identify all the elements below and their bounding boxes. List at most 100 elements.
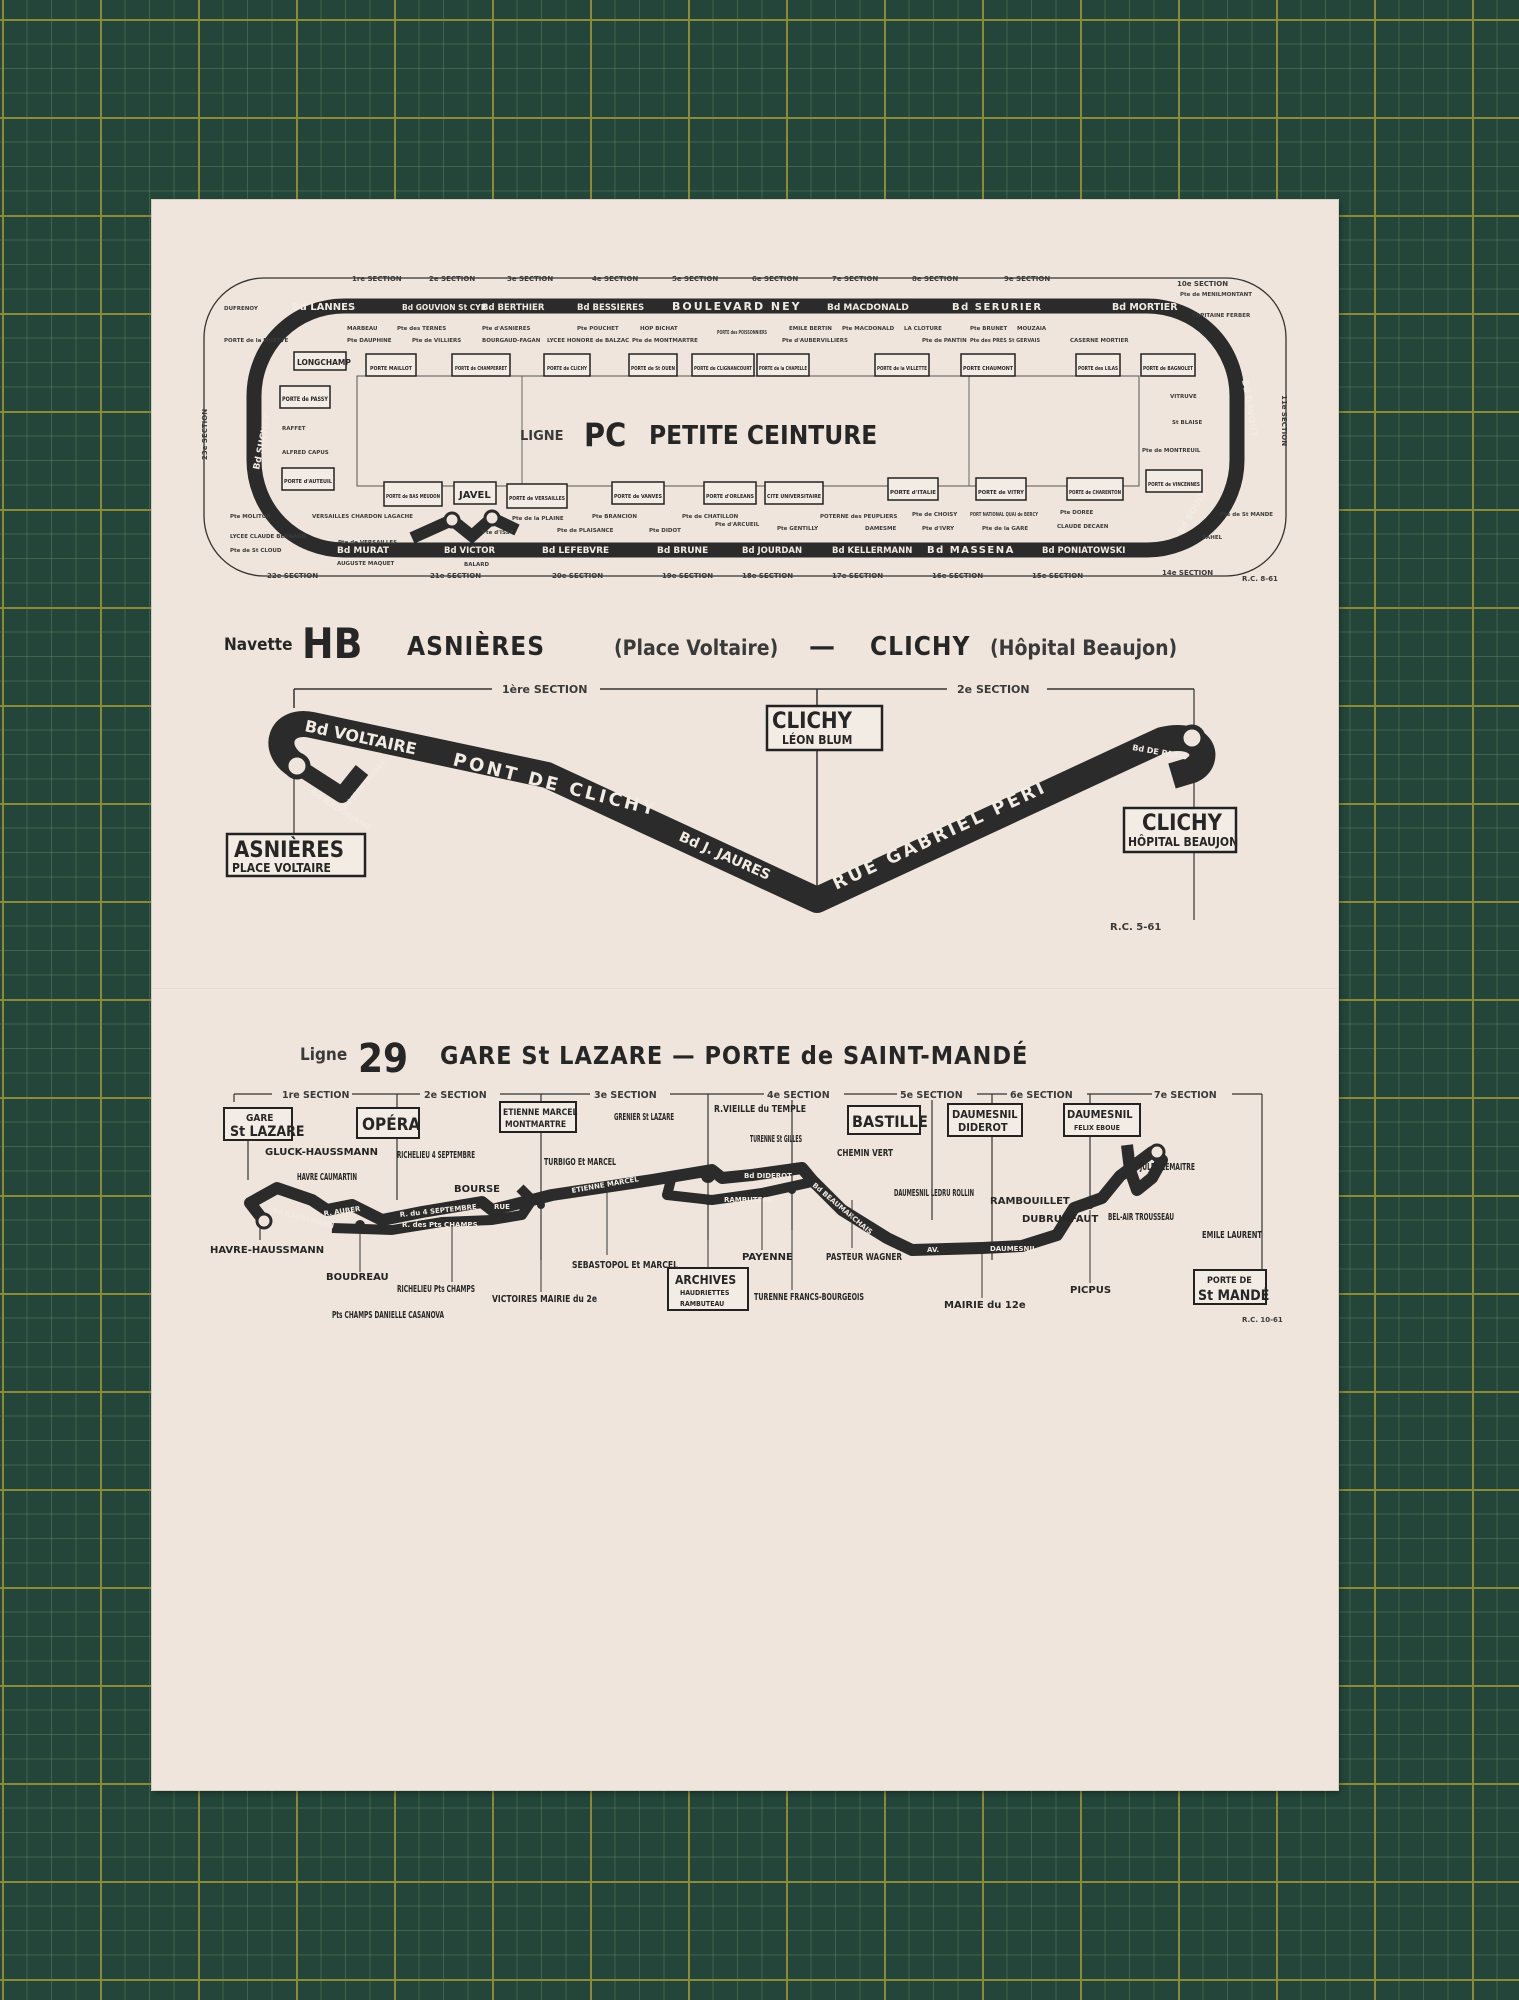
pc-section-label: 7e SECTION: [832, 275, 878, 283]
pc-stop-label: Pte de MONTREUIL: [1142, 448, 1201, 454]
pc-stop-label: PORTE de la MUETTE: [224, 338, 289, 344]
pc-section-label: 10e SECTION: [1177, 280, 1228, 288]
hb-street-label: RUE GABRIEL PERI: [829, 777, 1050, 895]
l29-stop-label: CHEMIN VERT: [837, 1148, 893, 1159]
l29-box-text: St LAZARE: [230, 1124, 304, 1140]
l29-boxes: GARE St LAZARE OPÉRA ETIENNE MARCEL MONT…: [223, 1101, 1269, 1311]
l29-code: 29: [358, 1036, 408, 1082]
pc-stop-label: CLAUDE DECAEN: [1057, 524, 1109, 530]
pc-portes-bottom: PORTE d'AUTEUIL PORTE de BAS MEUDON JAVE…: [281, 467, 1203, 509]
hb-box-text: LÉON BLUM: [782, 732, 852, 747]
pc-stop-label: Pte d'ASNIERES: [482, 326, 531, 332]
pc-section-label: 19e SECTION: [662, 572, 713, 580]
pc-small-stops-bottom: Pte MOLITOR LYCEE CLAUDE BERNARD Pte de …: [230, 510, 1273, 568]
l29-stop-label: Pts CHAMPS DANIELLE CASANOVA: [332, 1310, 444, 1321]
pc-porte-box: PORTE des LILAS: [1078, 366, 1118, 372]
pc-stop-label: DUFRENOY: [224, 306, 259, 312]
l29-stop-label: VICTOIRES MAIRIE du 2e: [492, 1294, 597, 1305]
l29-box-text: ETIENNE MARCEL: [503, 1108, 577, 1118]
pc-stop-label: ALFRED CAPUS: [282, 450, 329, 456]
pc-stop-label: POTERNE des PEUPLIERS: [820, 514, 897, 520]
pc-section-label: 2e SECTION: [429, 275, 475, 283]
hb-to-sub: (Hôpital Beaujon): [990, 636, 1177, 660]
pc-section-label: 18e SECTION: [742, 572, 793, 580]
pc-section-label: 1re SECTION: [352, 275, 402, 283]
l29-stop-label: BOURSE: [454, 1184, 500, 1195]
pc-code: PC: [584, 416, 626, 454]
hb-from: ASNIÈRES: [407, 630, 545, 662]
l29-stop-label: DUBRUNFAUT: [1022, 1214, 1098, 1225]
l29-stop-label: SEBASTOPOL Et MARCEL: [572, 1260, 678, 1271]
pc-porte-box: PORTE de VITRY: [978, 490, 1025, 496]
pc-bd-label: Bd LANNES: [292, 302, 355, 313]
hb-section-1: 1ère SECTION: [502, 683, 588, 696]
pc-porte-box: PORTE de St OUEN: [631, 366, 675, 372]
l29-box-felix-eboue: [1063, 1103, 1141, 1137]
pc-stop-label: Pte BRANCION: [592, 514, 637, 520]
pc-porte-box: LONGCHAMP: [297, 358, 351, 367]
l29-stop-label: EMILE LAURENT: [1202, 1230, 1262, 1241]
pc-small-stops-side: RAFFET ALFRED CAPUS VITRUVE St BLAISE Pt…: [282, 394, 1202, 456]
pc-porte-box: PORTE d'ITALIE: [890, 490, 936, 496]
pc-section-label: 8e SECTION: [912, 275, 958, 283]
pc-bd-label: Bd MURAT: [337, 546, 390, 556]
pc-stop-label: Pte DAUPHINE: [347, 338, 392, 344]
pc-stop-label: Pte de la PLAINE: [512, 516, 564, 522]
hb-box-asnieres: [225, 832, 367, 878]
pc-stop-label: Pte de MENILMONTANT: [1180, 292, 1252, 298]
pc-section-label: 16e SECTION: [932, 572, 983, 580]
pc-bd-label: Bd VICTOR: [444, 546, 496, 556]
l29-box-text: DAUMESNIL: [1067, 1108, 1133, 1121]
l29-street-label: Bd BEAUMARCHAIS: [811, 1181, 874, 1236]
pc-stop-label: LA CLOTURE: [904, 326, 942, 332]
l29-street-label: AV.: [927, 1246, 939, 1254]
pc-porte-box: PORTE de VANVES: [614, 494, 662, 500]
pc-porte-box: PORTE de CLIGNANCOURT: [694, 366, 752, 372]
pc-bd-label: Bd BRUNE: [657, 546, 708, 556]
hb-from-sub: (Place Voltaire): [614, 636, 778, 660]
hb-stop-asnieres: [283, 752, 311, 780]
pc-stop-label: Pte GENTILLY: [777, 526, 819, 532]
hb-section-2: 2e SECTION: [957, 683, 1030, 696]
l29-stop-label: TURBIGO Et MARCEL: [544, 1157, 616, 1168]
pc-bd-label: Bd BERTHIER: [482, 303, 545, 313]
paper-sheet: 1re SECTION 2e SECTION 3e SECTION 4e SEC…: [152, 200, 1338, 1790]
l29-street-label: R. des Pts CHAMPS: [402, 1221, 478, 1229]
l29-section-label: 7e SECTION: [1154, 1090, 1217, 1101]
pc-ligne-label: LIGNE: [520, 429, 564, 444]
l29-street-label: RAMBUTEAU: [724, 1196, 774, 1204]
pc-porte-box: PORTE de VINCENNES: [1148, 482, 1200, 488]
l29-section-label: 2e SECTION: [424, 1090, 487, 1101]
pc-portes-top: PORTE MAILLOT PORTE de CHAMPERRET PORTE …: [365, 353, 1196, 377]
pc-stop-label: PORTE des POISSONNIERS: [717, 330, 767, 336]
l29-stop-label: GRENIER St LAZARE: [614, 1112, 674, 1123]
hb-box-leon-blum: [765, 704, 884, 752]
pc-stop-label: St BLAISE: [1172, 420, 1202, 426]
pc-section-label: 3e SECTION: [507, 275, 553, 283]
pc-porte-box: PORTE de PASSY: [282, 396, 329, 403]
pc-outer-frame: [203, 277, 1287, 577]
hb-route-line: [268, 711, 1216, 913]
pc-stop-label: Pte de VERSAILLES: [338, 540, 397, 546]
pc-bd-label: BOULEVARD NEY: [672, 300, 802, 313]
pc-stop-label: Pte des PRES St GERVAIS: [970, 338, 1040, 344]
l29-stop-label: TURENNE St GILLES: [750, 1134, 802, 1145]
l29-box-text: MONTMARTRE: [505, 1120, 566, 1130]
pc-section-label: 14e SECTION: [1162, 569, 1213, 577]
pc-stop-label: BOURGAUD-FAGAN: [482, 338, 541, 344]
pc-side-section-right: 11e SECTION: [1280, 395, 1288, 446]
pc-stop-label: Pte de St MANDE: [1220, 512, 1273, 518]
pc-bd-label: Bd KELLERMANN: [832, 546, 912, 556]
l29-route-line: [244, 1144, 1168, 1256]
pc-stop-label: Pte de PLAISANCE: [557, 528, 614, 534]
l29-stops-top: GLUCK-HAUSSMANN HAVRE CAUMARTIN RICHELIE…: [265, 1104, 1262, 1241]
pc-stop-label: Pte BRUNET: [970, 326, 1008, 332]
pc-stop-label: PORT NATIONAL QUAI de BERCY: [970, 512, 1039, 518]
l29-stop-label: BEL-AIR TROUSSEAU: [1108, 1212, 1174, 1223]
hb-stop-jaures: [808, 891, 826, 909]
hb-ref: R.C. 5-61: [1110, 922, 1161, 933]
pc-portes-left: LONGCHAMP PORTE de PASSY: [279, 351, 351, 409]
pc-bd-label: Bd JOURDAN: [742, 546, 802, 556]
l29-box-opera: [356, 1107, 420, 1139]
pc-stop-label: Pte d'ARCUEIL: [715, 522, 760, 528]
